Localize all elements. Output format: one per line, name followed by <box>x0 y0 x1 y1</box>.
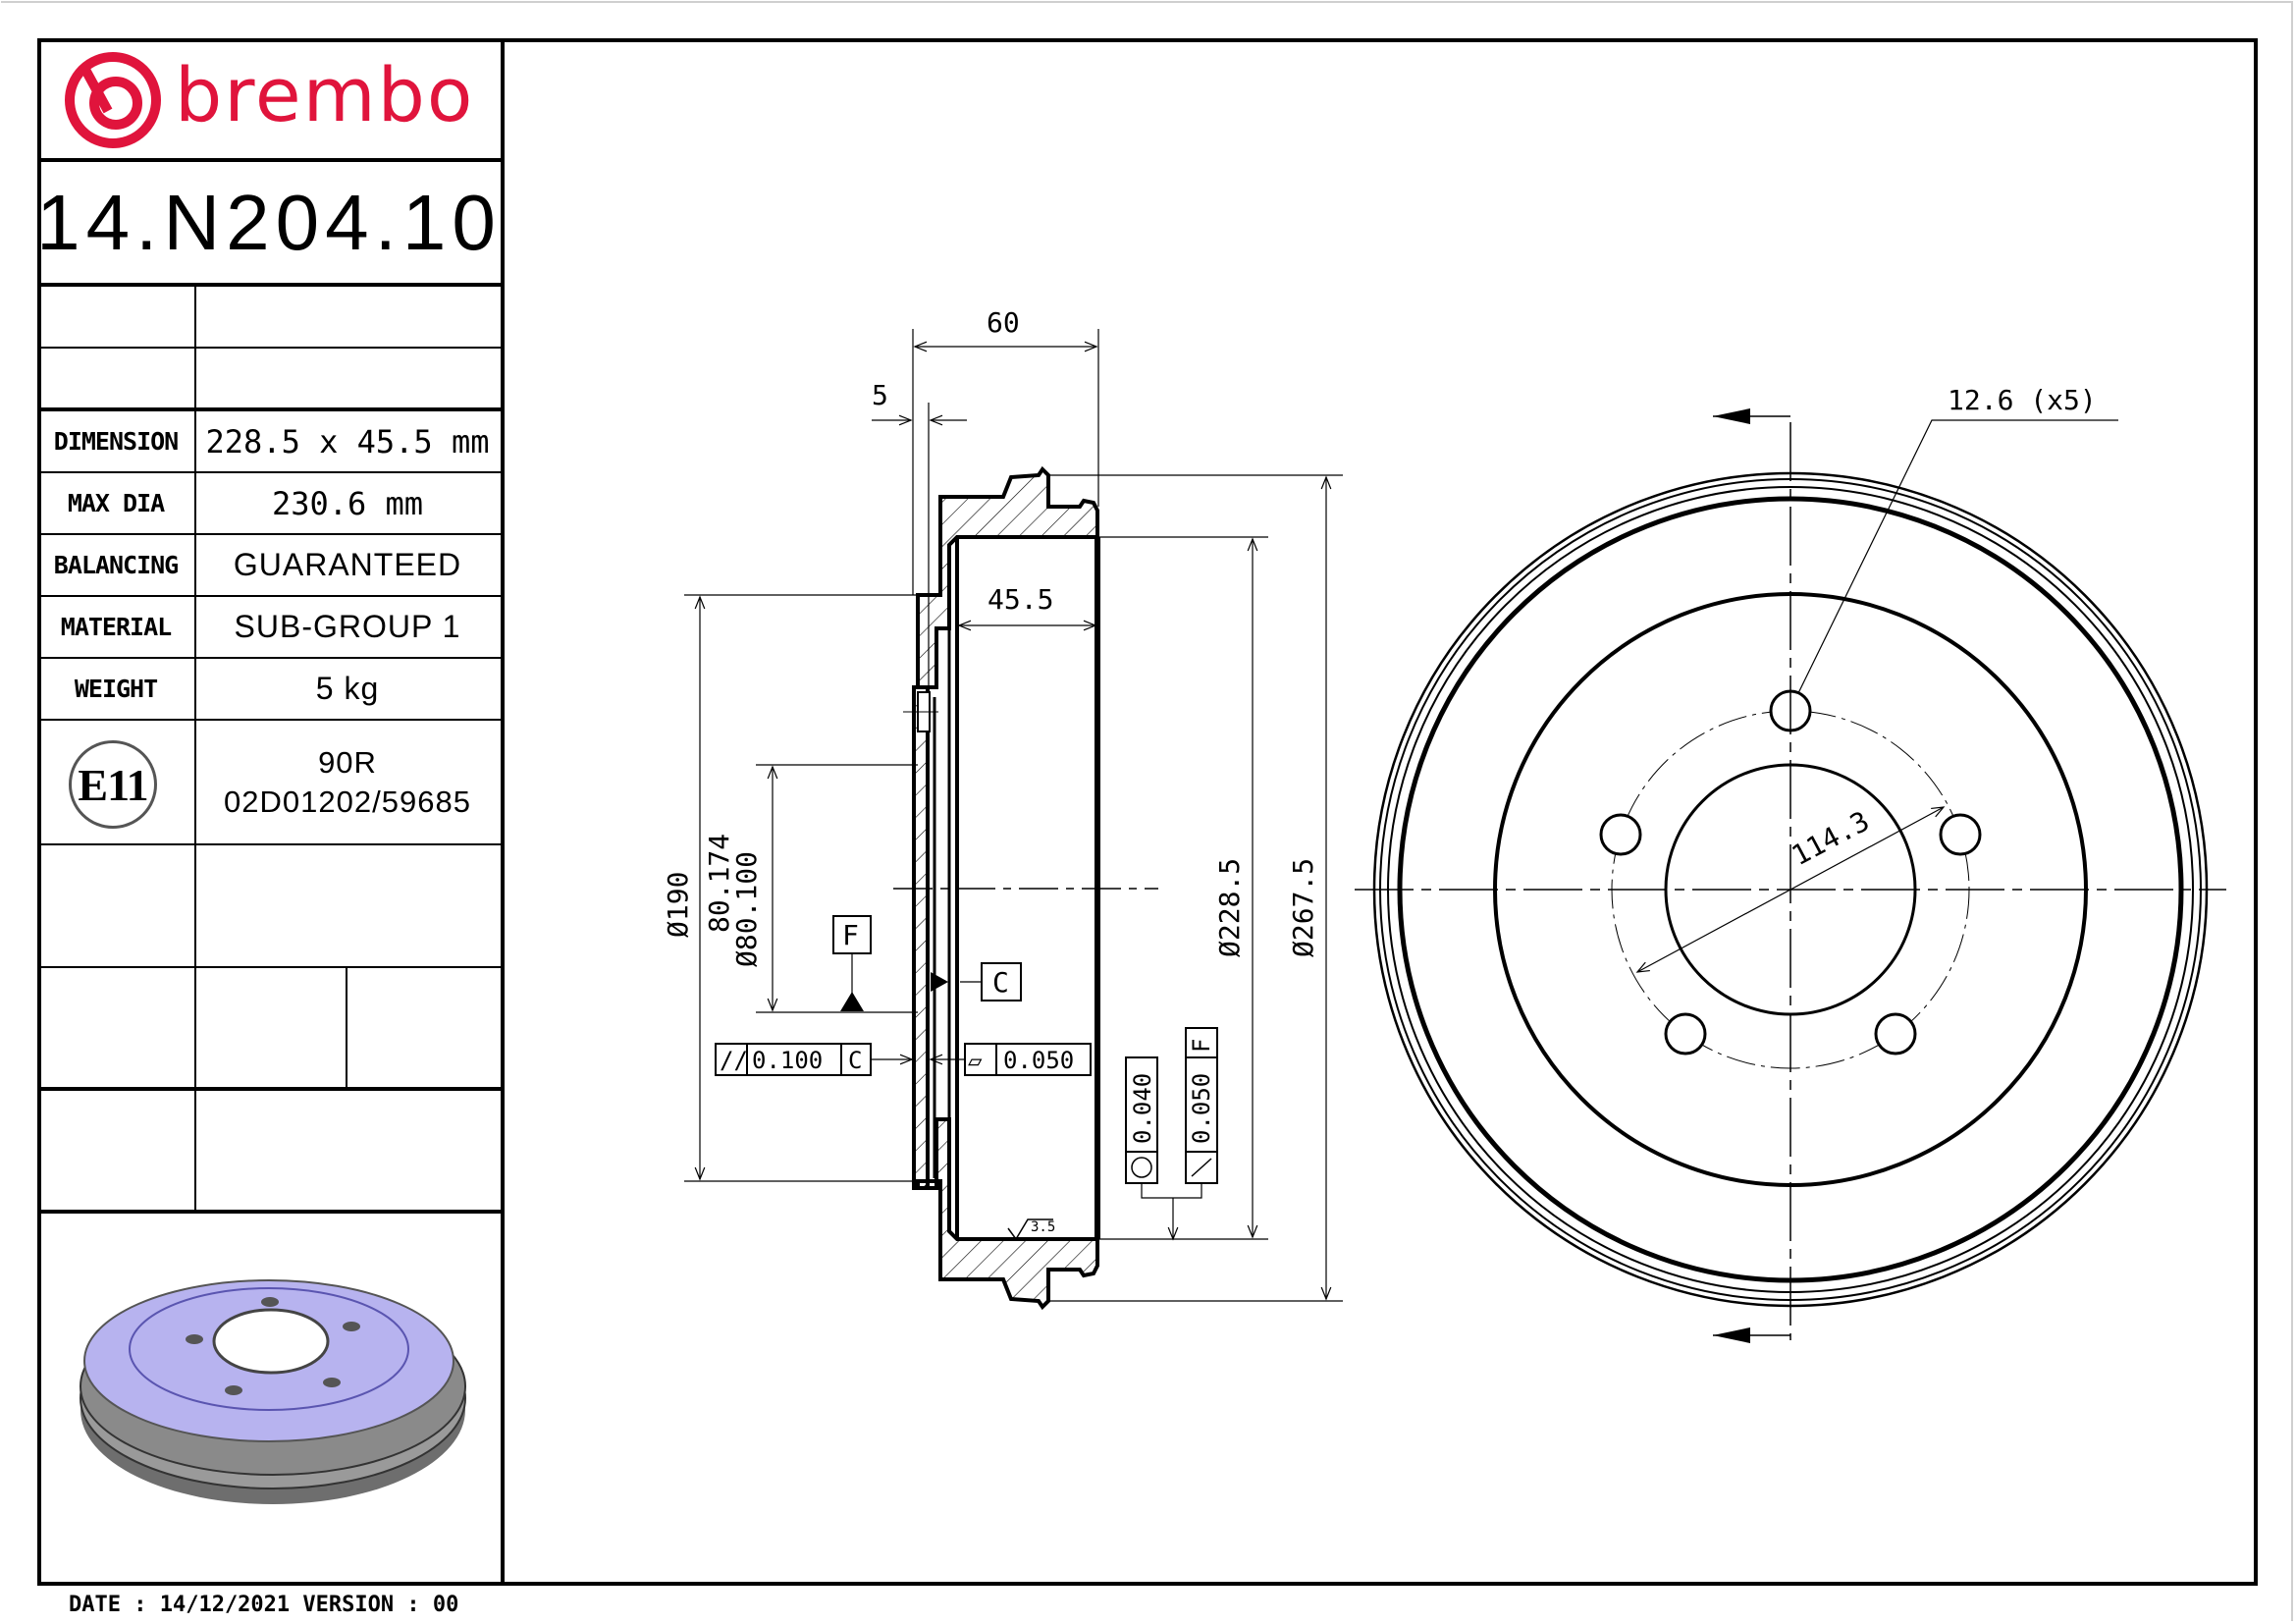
dim-dia-80-100: Ø80.100 <box>730 851 763 967</box>
svg-text:0.040: 0.040 <box>1129 1073 1156 1144</box>
spec-row-material: MATERIAL SUB-GROUP 1 <box>37 597 501 659</box>
svg-text:F: F <box>1188 1039 1215 1053</box>
dim-45-5: 45.5 <box>988 583 1053 616</box>
blank-row <box>37 1091 501 1214</box>
drum-render-image <box>80 1279 466 1504</box>
datum-f: F <box>842 919 859 951</box>
e-mark-badge: E11 <box>69 740 157 829</box>
svg-text:C: C <box>848 1047 862 1074</box>
bolt-hole <box>1874 1012 1917 1056</box>
svg-text://: // <box>720 1047 748 1074</box>
dim-5: 5 <box>872 379 888 411</box>
drawing-frame <box>37 38 2258 1586</box>
dim-dia-267-5: Ø267.5 <box>1287 858 1319 957</box>
brand-logo: brembo <box>37 38 501 162</box>
part-number-row: 14.N204.10 <box>36 162 502 287</box>
approval-row: E11 90R 02D01202/59685 <box>37 721 501 845</box>
dim-60: 60 <box>987 306 1020 339</box>
blank-row <box>37 349 501 411</box>
dim-dia-190: Ø190 <box>662 872 694 938</box>
spec-row-max-dia: MAX DIA 230.6 mm <box>37 473 501 535</box>
blank-row <box>37 287 501 349</box>
approval-numbers: 90R 02D01202/59685 <box>224 744 471 819</box>
brand-name: brembo <box>175 51 475 138</box>
footer-date-version: DATE : 14/12/2021 VERSION : 00 <box>69 1593 459 1617</box>
title-block: brembo 14.N204.10 DIMENSION 228.5 x 45.5… <box>36 38 505 1586</box>
tol-runout-frame: F 0.050 <box>1141 1027 1218 1241</box>
front-view: 12.6 (x5) 114.3 <box>1355 384 2226 1343</box>
dim-dia-80-174: 80.174 <box>703 834 735 933</box>
surface-finish-value: 3.5 <box>1031 1219 1055 1235</box>
svg-text:▱: ▱ <box>968 1047 983 1074</box>
tol-circularity-frame: 0.040 <box>1125 1056 1158 1184</box>
dim-dia-228-5: Ø228.5 <box>1213 858 1246 957</box>
hole-callout: 12.6 (x5) <box>1948 384 2097 416</box>
tol-parallelism-frame: // 0.100 C <box>715 1043 914 1076</box>
datum-c: C <box>992 966 1009 999</box>
tol-flatness-frame: ▱ 0.050 <box>929 1043 1092 1076</box>
section-view: 60 5 45.5 Ø267.5 Ø228.5 <box>662 306 1343 1311</box>
spec-row-dimension: DIMENSION 228.5 x 45.5 mm <box>37 411 501 473</box>
spec-row-weight: WEIGHT 5 kg <box>37 659 501 721</box>
svg-text:0.100: 0.100 <box>752 1047 823 1074</box>
blank-row <box>37 968 501 1091</box>
part-number: 14.N204.10 <box>36 178 502 266</box>
svg-text:0.050: 0.050 <box>1003 1047 1074 1074</box>
spec-row-balancing: BALANCING GUARANTEED <box>37 535 501 597</box>
section-web <box>912 685 930 1190</box>
svg-text:0.050: 0.050 <box>1188 1073 1215 1144</box>
bolt-hole <box>1664 1012 1707 1056</box>
brembo-disc-icon <box>65 52 161 148</box>
blank-row <box>37 845 501 968</box>
